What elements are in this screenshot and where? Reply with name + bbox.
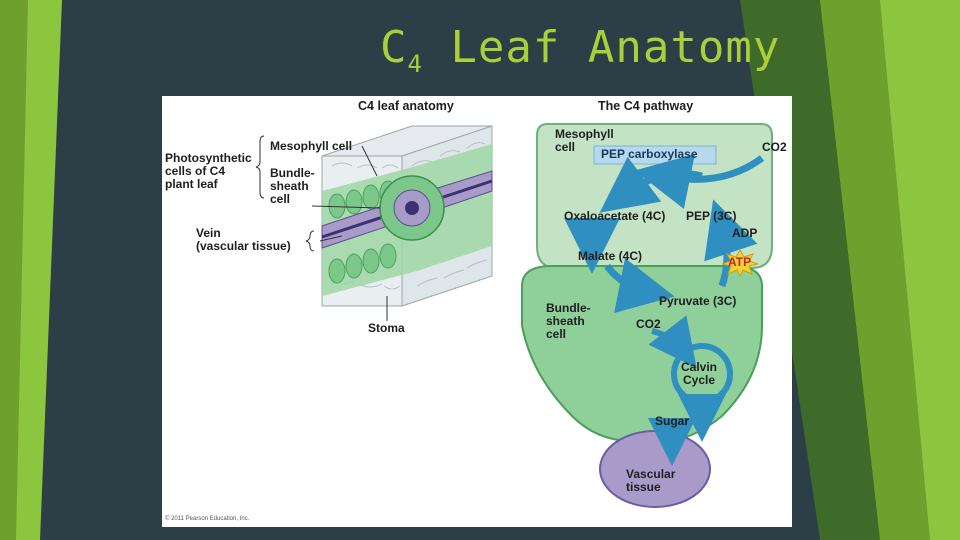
pyruvate-label: Pyruvate (3C): [659, 294, 737, 308]
atp-label: ATP: [728, 255, 752, 269]
pathway-bundle-sheath-label: Bundle- sheath cell: [546, 301, 591, 341]
adp-label: ADP: [732, 226, 758, 240]
vein-label: Vein (vascular tissue): [196, 226, 291, 253]
leaf-block: [255, 125, 493, 321]
atp-star-icon: [722, 250, 758, 276]
oxaloacetate-label: Oxaloacetate (4C): [564, 209, 666, 223]
atp-burst: [722, 250, 758, 276]
sugar-label: Sugar: [655, 414, 690, 428]
c4-figure: C4 leaf anatomy The C4 pathway Photosynt…: [162, 96, 792, 527]
left-heading: C4 leaf anatomy: [358, 99, 454, 113]
right-heading: The C4 pathway: [598, 99, 694, 113]
left-accent-shade: [0, 0, 28, 540]
mesophyll-cell-label: Mesophyll cell: [270, 139, 353, 153]
bundle-sheath-label: Bundle- sheath cell: [270, 166, 315, 206]
co2-in-label: CO2: [762, 140, 787, 154]
malate-label: Malate (4C): [578, 249, 643, 263]
calvin-cycle-label: Calvin Cycle: [681, 360, 718, 387]
co2-released-label: CO2: [636, 317, 661, 331]
pathway-drawing: [521, 123, 773, 508]
vascular-tissue-label: Vascular tissue: [626, 467, 676, 494]
photosynthetic-cells-label: Photosynthetic cells of C4 plant leaf: [165, 151, 252, 191]
slide-title: C4 Leaf Anatomy: [380, 22, 781, 78]
pep-label: PEP (3C): [686, 209, 737, 223]
figure-drawing: [255, 123, 773, 508]
copyright-notice: © 2011 Pearson Education, Inc.: [165, 516, 250, 522]
pep-carboxylase-label: PEP carboxylase: [601, 147, 698, 161]
stoma-label: Stoma: [368, 321, 405, 335]
pathway-mesophyll-label: Mesophyll cell: [555, 127, 614, 154]
right-bright-band: [880, 0, 960, 540]
